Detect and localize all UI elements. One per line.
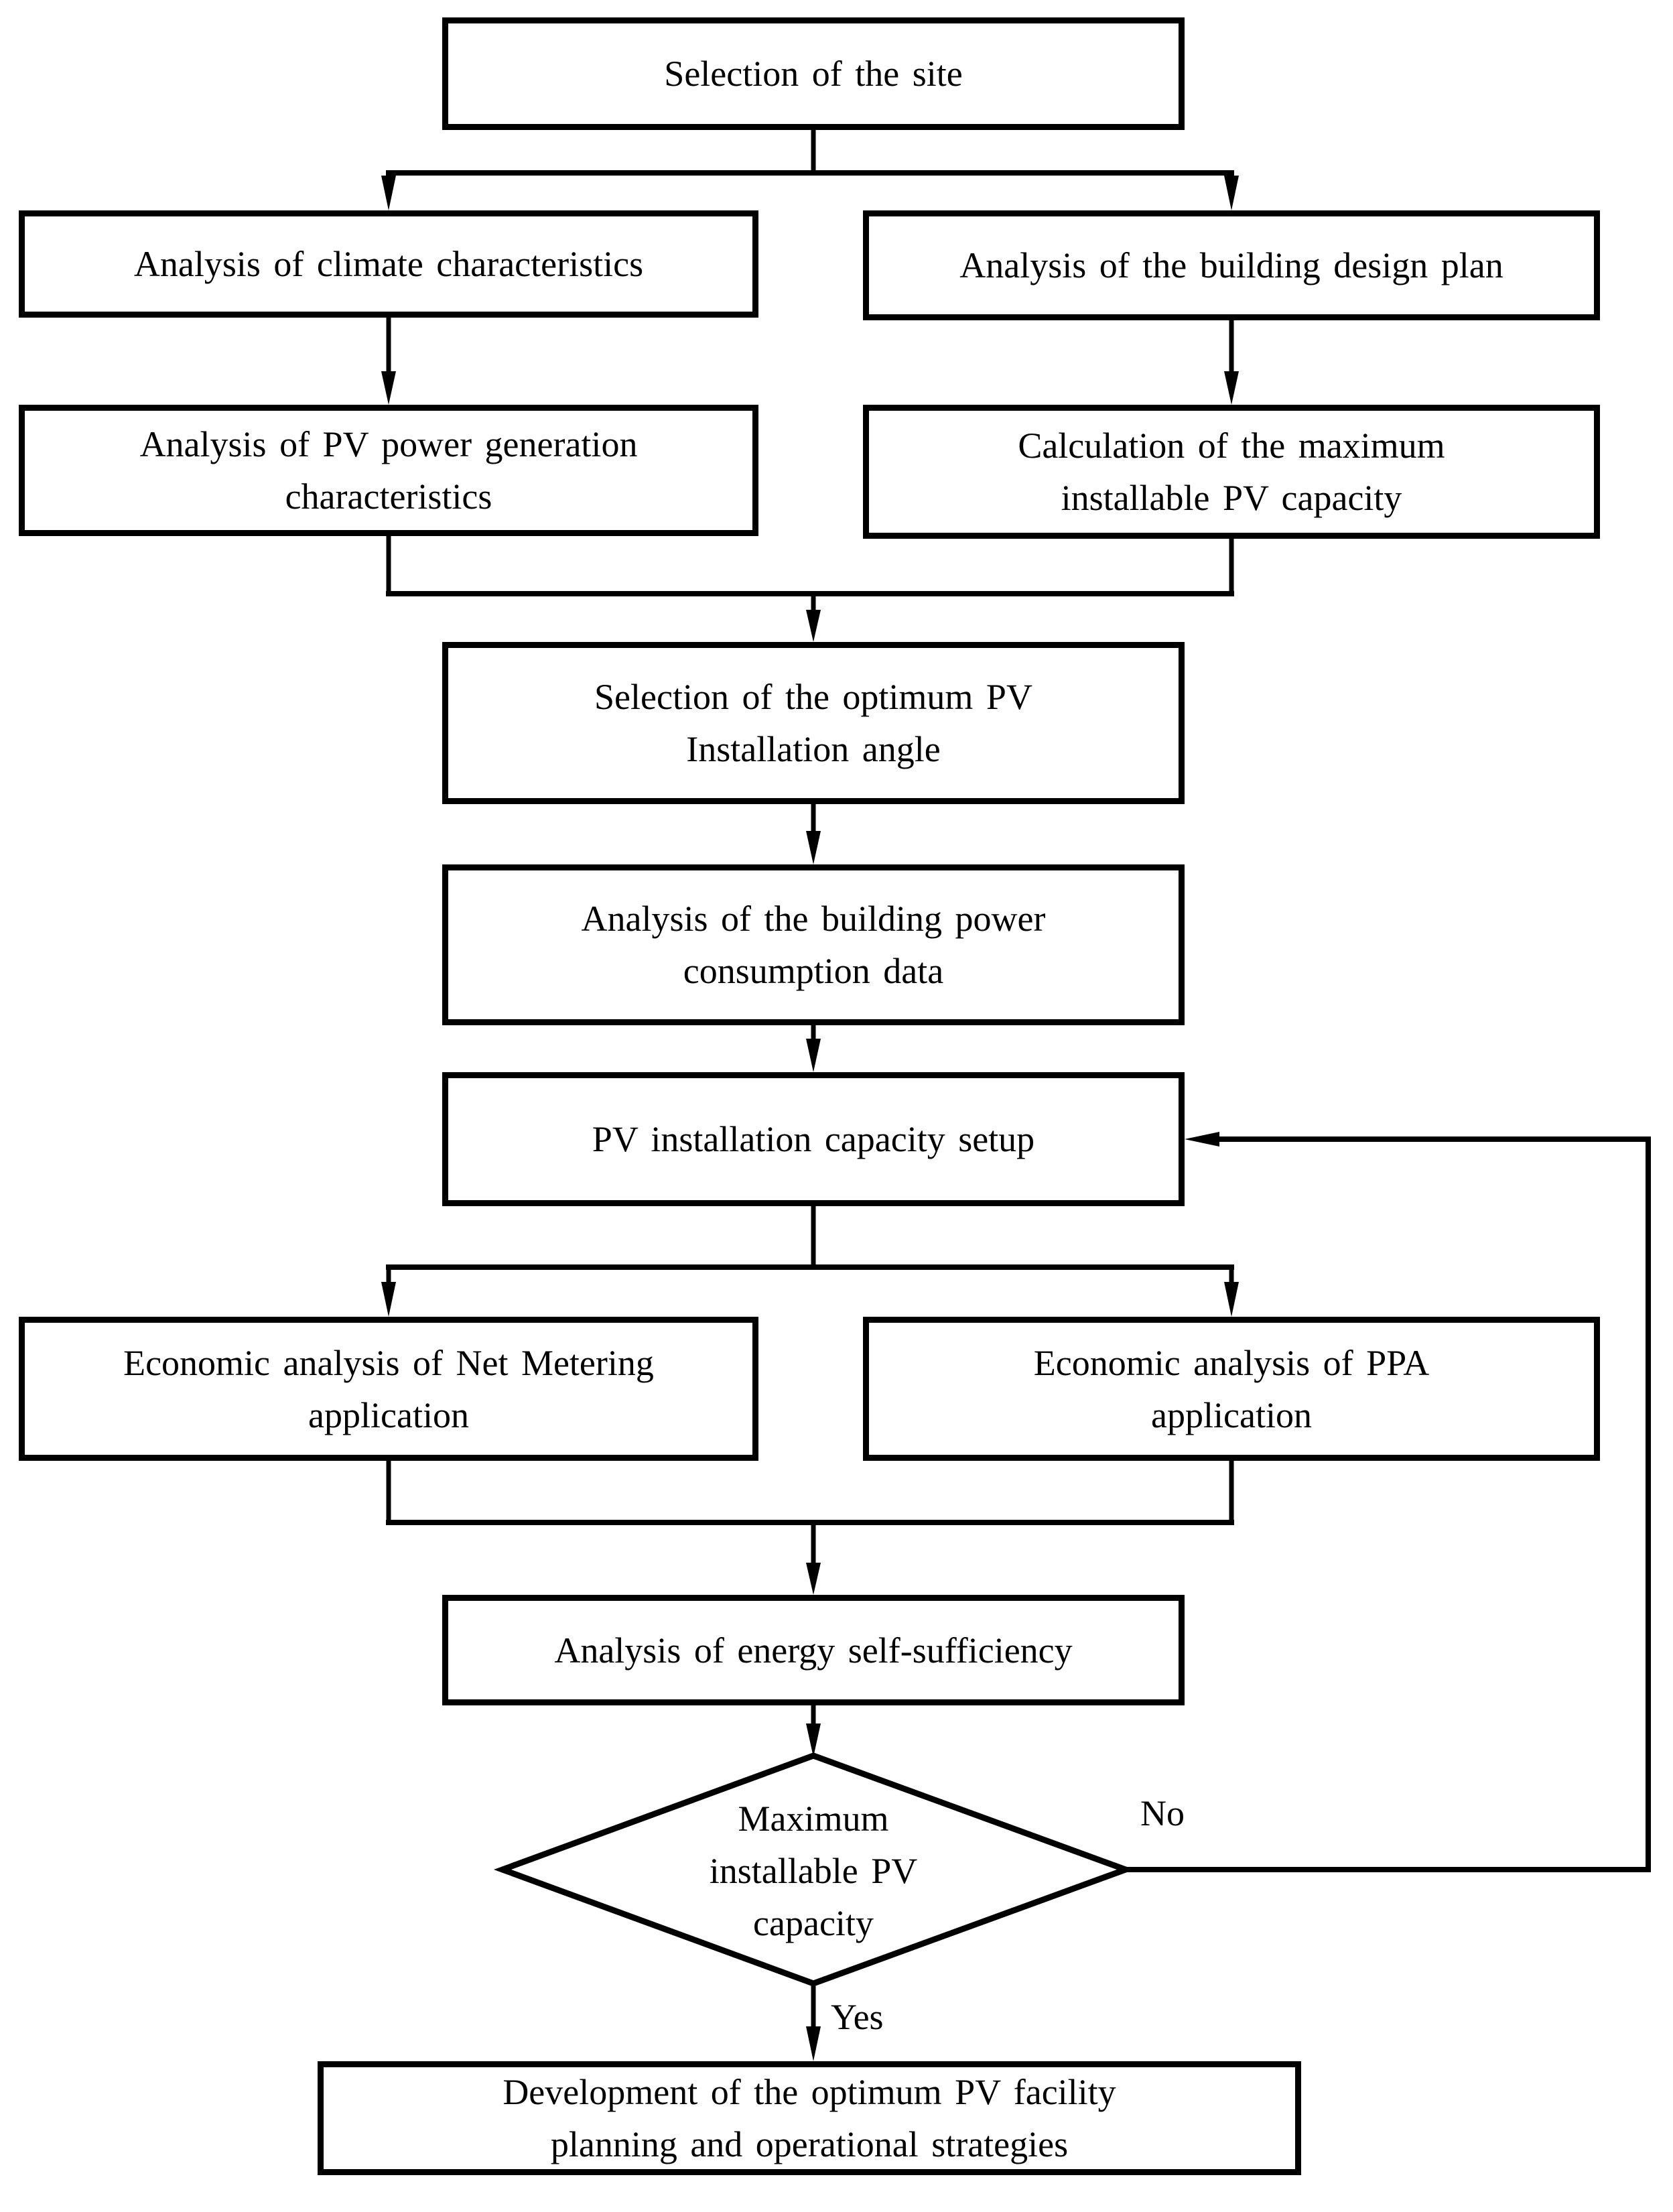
- decision-diamond: [493, 1752, 1135, 1987]
- node-text-line: Selection of the site: [664, 54, 963, 94]
- node-optimum-angle: Selection of the optimum PV Installation…: [442, 642, 1185, 804]
- node-pv-generation: Analysis of PV power generation characte…: [19, 405, 758, 536]
- node-ppa: Economic analysis of PPA application: [863, 1317, 1600, 1461]
- node-capacity-setup: PV installation capacity setup: [442, 1072, 1185, 1206]
- arrowhead-to-ppa: [1224, 1282, 1239, 1317]
- arrowhead-to-consumption: [806, 831, 821, 864]
- arrowhead-to-net-metering: [381, 1282, 396, 1317]
- node-text-line: PV installation capacity setup: [592, 1119, 1035, 1159]
- edge-label-no: No: [1140, 1793, 1185, 1833]
- node-text-line: Selection of the optimum PV: [594, 677, 1032, 717]
- edge-label-yes: Yes: [831, 1997, 884, 2037]
- node-text-line: Analysis of the building power: [581, 899, 1046, 939]
- node-text-line: Economic analysis of PPA: [1033, 1342, 1430, 1383]
- decision-label: Maximum installable PV capacity: [679, 1791, 947, 1951]
- arrowhead-to-decision: [806, 1723, 821, 1757]
- node-text-line: Calculation of the maximum: [1018, 426, 1445, 466]
- node-text-line: installable PV capacity: [1061, 478, 1402, 518]
- node-text-line: Analysis of PV power generation: [139, 424, 638, 464]
- arrowhead-to-pv-generation: [381, 371, 396, 405]
- arrowhead-to-capacity-setup: [806, 1039, 821, 1072]
- node-text-line: consumption data: [683, 951, 944, 991]
- node-text-line: capacity: [753, 1903, 874, 1943]
- node-power-consumption: Analysis of the building power consumpti…: [442, 864, 1185, 1025]
- node-max-capacity-calc: Calculation of the maximum installable P…: [863, 405, 1600, 539]
- arrowhead-to-max-capacity: [1224, 371, 1239, 405]
- arrowhead-to-climate: [381, 176, 396, 210]
- node-text-line: Analysis of energy self-sufficiency: [554, 1630, 1073, 1671]
- node-text-line: Economic analysis of Net Metering: [123, 1342, 654, 1383]
- node-text-line: Installation angle: [686, 729, 941, 769]
- node-text-line: characteristics: [285, 476, 492, 517]
- node-text-line: Maximum: [738, 1799, 889, 1839]
- node-text-line: Analysis of climate characteristics: [133, 244, 644, 284]
- node-text-line: Analysis of the building design plan: [959, 245, 1503, 285]
- node-net-metering: Economic analysis of Net Metering applic…: [19, 1317, 758, 1461]
- node-climate-analysis: Analysis of climate characteristics: [19, 210, 758, 318]
- node-development: Development of the optimum PV facility p…: [318, 2061, 1301, 2175]
- node-selection-site: Selection of the site: [442, 17, 1185, 130]
- arrowhead-to-self-sufficiency: [806, 1563, 821, 1595]
- node-building-design: Analysis of the building design plan: [863, 210, 1600, 320]
- arrowhead-to-building-design: [1224, 176, 1239, 210]
- arrowhead-to-capacity-setup-feedback: [1185, 1132, 1219, 1147]
- arrowhead-to-development: [806, 2026, 821, 2061]
- node-text-line: Development of the optimum PV facility: [503, 2072, 1116, 2112]
- node-text-line: installable PV: [709, 1851, 918, 1891]
- node-self-sufficiency: Analysis of energy self-sufficiency: [442, 1595, 1185, 1705]
- node-text-line: application: [1151, 1394, 1312, 1435]
- node-text-line: planning and operational strategies: [550, 2124, 1069, 2164]
- arrowhead-to-optimum-angle: [806, 610, 821, 642]
- node-text-line: application: [308, 1394, 469, 1435]
